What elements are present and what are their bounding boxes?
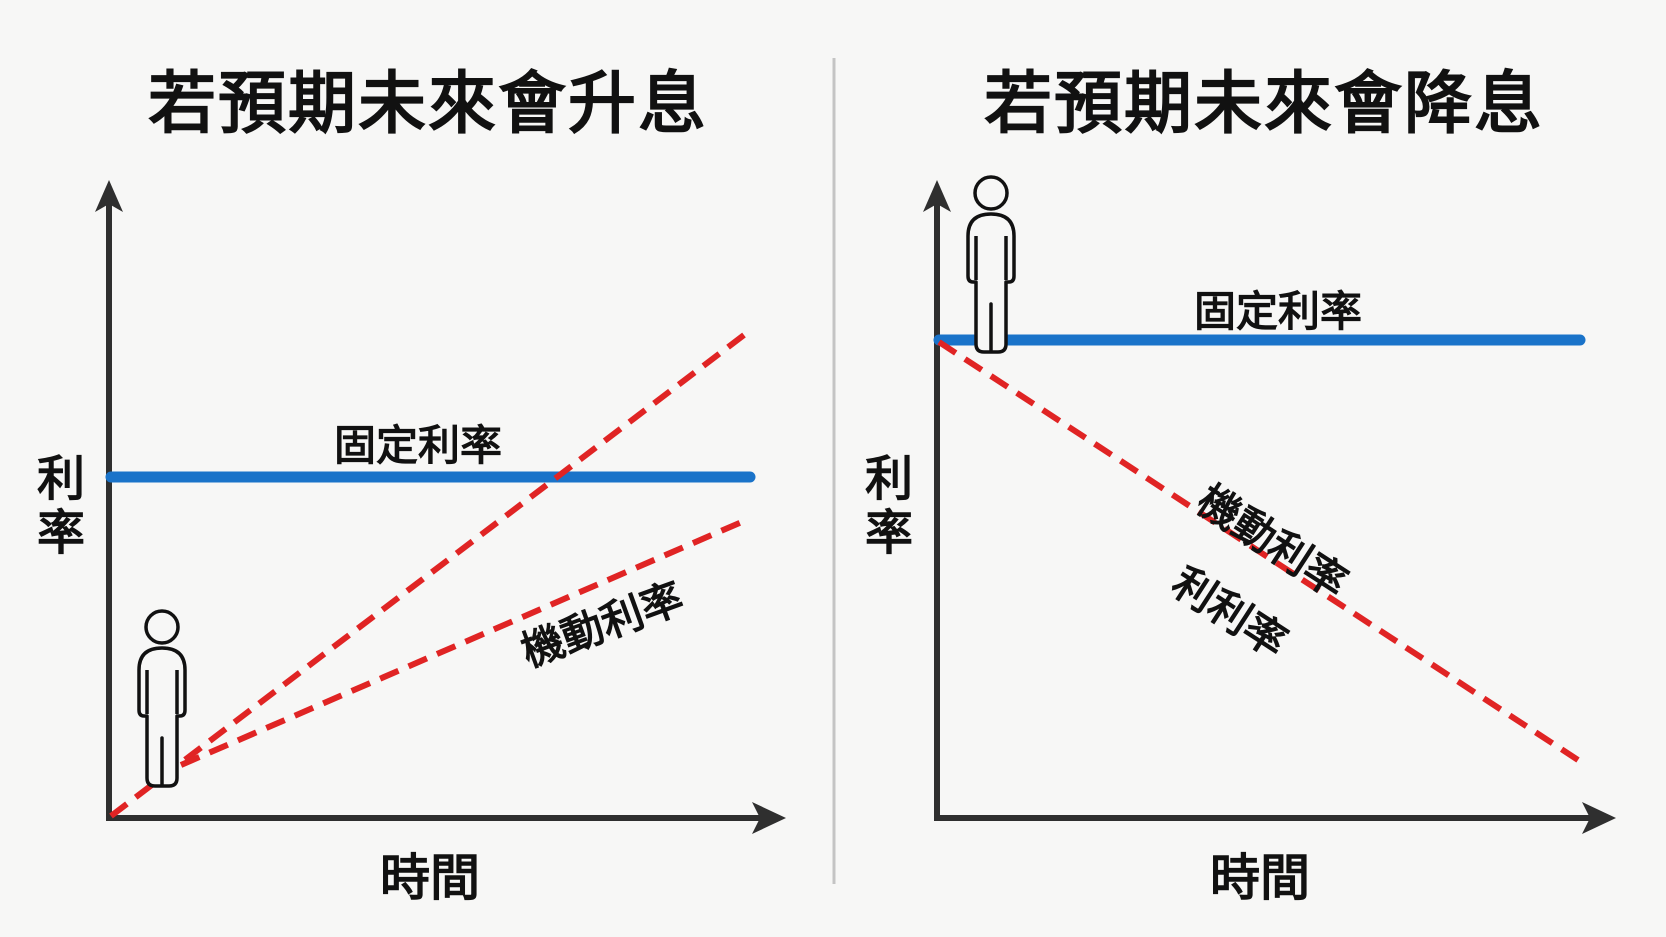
right-y-axis-label-line2: 率 [864,505,913,561]
left-y-axis-label: 利 率 [34,452,88,560]
right-x-axis-arrow-icon [1582,802,1616,834]
right-fixed-rate-label: 固定利率 [1194,287,1363,336]
left-chart [95,180,786,834]
right-y-axis-label-line1: 利 [864,451,913,507]
left-panel-title: 若預期未來會升息 [148,65,709,144]
left-x-axis-label: 時間 [380,849,480,907]
left-x-axis-arrow-icon [752,802,786,834]
right-chart [923,175,1616,834]
left-y-axis-label-line2: 率 [36,505,85,561]
left-floating-rate-line-gradual [179,518,746,768]
left-person-icon [137,609,187,788]
left-y-axis-label-line1: 利 [36,451,85,507]
left-y-axis-arrow-icon [95,180,123,212]
right-x-axis-label: 時間 [1210,849,1310,907]
left-floating-rate-line-steep [109,332,746,819]
right-y-axis-arrow-icon [923,180,951,212]
right-y-axis-label: 利 率 [862,452,916,560]
right-person-icon [966,175,1016,354]
left-fixed-rate-label: 固定利率 [334,421,503,470]
right-floating-rate-line [937,339,1580,763]
right-panel-title: 若預期未來會降息 [984,65,1545,144]
